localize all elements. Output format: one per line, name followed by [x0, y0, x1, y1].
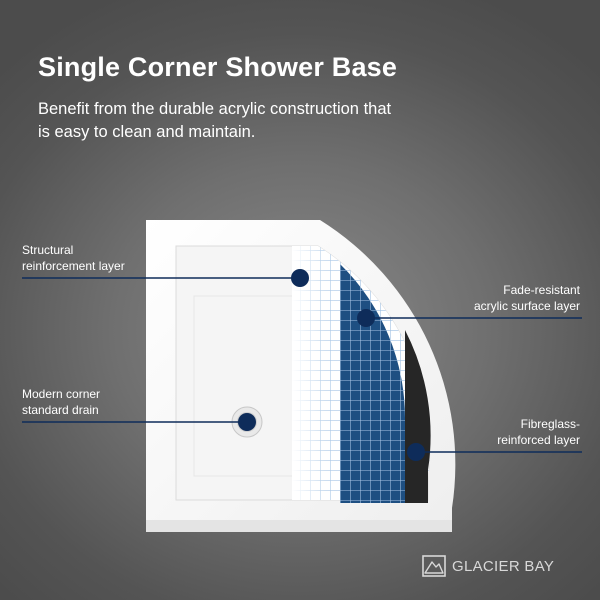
brand-name: GLACIER BAY — [452, 557, 555, 575]
page-subtitle: Benefit from the durable acrylic constru… — [38, 98, 578, 144]
subtitle-line-2: is easy to clean and maintain. — [38, 123, 256, 141]
label-structural-reinforcement: Structural reinforcement layer — [22, 243, 125, 273]
glacier-bay-logo-icon — [422, 555, 446, 577]
callout-fade-resistant — [357, 309, 582, 327]
brand-logo: GLACIER BAY — [422, 554, 554, 578]
fibreglass-layer — [405, 330, 431, 503]
callout-structural — [22, 269, 309, 287]
callout-drain — [22, 413, 256, 431]
label-corner-drain: Modern corner standard drain — [22, 387, 101, 417]
callout-fibreglass — [407, 443, 582, 461]
page-title: Single Corner Shower Base — [38, 52, 398, 82]
label-fibreglass: Fibreglass- reinforced layer — [497, 417, 580, 447]
subtitle-line-1: Benefit from the durable acrylic constru… — [38, 100, 392, 118]
label-fade-resistant: Fade-resistant acrylic surface layer — [473, 283, 580, 313]
shower-base-edge — [146, 520, 452, 532]
